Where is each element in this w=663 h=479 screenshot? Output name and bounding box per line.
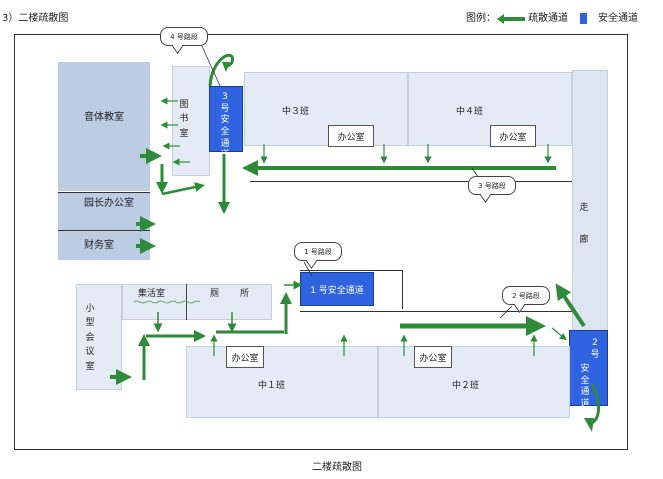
arrow-exit2-curl-head xyxy=(584,418,594,432)
class-3-label: 中３班 xyxy=(282,107,310,117)
legend-label: 图例： xyxy=(466,13,496,24)
class-3 xyxy=(244,72,408,146)
corridor-line-upper xyxy=(250,181,572,182)
office-lower-left: 办公室 xyxy=(226,346,264,368)
figure-caption: 二楼疏散图 xyxy=(312,462,362,473)
arrow-exit3-curl-head xyxy=(222,62,230,72)
floor-frame xyxy=(14,34,628,450)
callout-3: 3 号路段 xyxy=(468,176,516,195)
legend-evac-arrow-icon xyxy=(497,14,525,24)
class-1-label: 中１班 xyxy=(258,381,286,391)
class-2 xyxy=(378,346,570,418)
class-2-label: 中２班 xyxy=(452,381,480,391)
music-room-label: 音体教室 xyxy=(84,112,124,123)
office-upper-left: 办公室 xyxy=(328,125,374,147)
class-4-label: 中４班 xyxy=(456,107,484,117)
principal-office xyxy=(58,192,150,230)
c1-pointer xyxy=(303,261,313,277)
corridor xyxy=(572,70,608,332)
meeting-room-label: 小型会 议室 xyxy=(85,304,95,372)
callout-4: 4 号路段 xyxy=(160,27,208,46)
corridor-label: 走廊 xyxy=(579,203,589,246)
arrow-lib-right xyxy=(161,182,205,196)
c2-pointer xyxy=(499,305,513,319)
exit-1-outline xyxy=(300,270,403,309)
arrow-diag-up xyxy=(555,283,586,328)
office-lower-right: 办公室 xyxy=(414,346,452,368)
exit-3-stairs xyxy=(209,86,243,152)
exit-2-label-rest: 安全 通道 xyxy=(580,364,590,410)
toilet-label-b: 所 xyxy=(240,289,250,299)
legend-safe-swatch-icon xyxy=(580,13,587,24)
c4-pointer xyxy=(201,45,221,87)
office-upper-right: 办公室 xyxy=(490,125,536,147)
activity-room xyxy=(122,284,272,320)
library-label: 图书室 xyxy=(179,100,189,139)
legend-safe-label: 安全通道 xyxy=(598,13,638,24)
activity-room-label: 集活室 xyxy=(138,289,166,299)
activity-wave xyxy=(133,300,201,304)
arrow-lower-small xyxy=(551,327,567,341)
callout-2: 2 号路段 xyxy=(502,286,550,305)
page-title: 3）二楼疏散图 xyxy=(2,13,69,24)
callout-1: 1 号路段 xyxy=(294,242,342,261)
toilet-label-a: 厕 xyxy=(210,289,220,299)
meeting-room xyxy=(76,284,122,390)
activity-divider xyxy=(186,284,187,320)
class-1 xyxy=(186,346,378,418)
principal-office-label: 园长办公室 xyxy=(84,198,134,209)
music-room xyxy=(58,62,150,191)
legend-evac-label: 疏散通道 xyxy=(528,13,568,24)
corridor-line-lower xyxy=(300,311,572,312)
finance-room xyxy=(58,230,150,260)
finance-room-label: 财务室 xyxy=(84,240,114,251)
